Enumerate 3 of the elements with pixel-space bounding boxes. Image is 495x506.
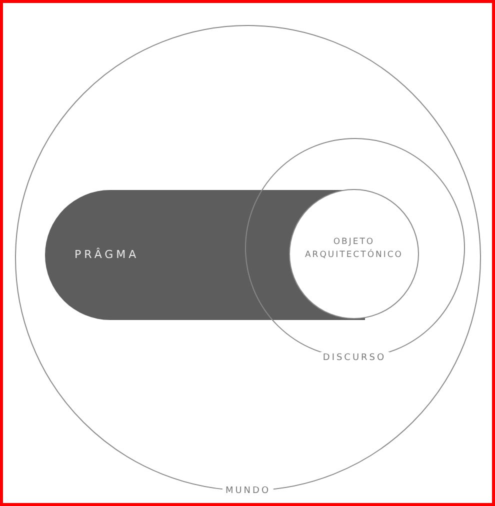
node-label: PRÂGMA [74, 248, 140, 260]
node-label: OBJETO ARQUITECTÓNICO [304, 236, 404, 262]
node-label: DISCURSO [320, 352, 390, 364]
